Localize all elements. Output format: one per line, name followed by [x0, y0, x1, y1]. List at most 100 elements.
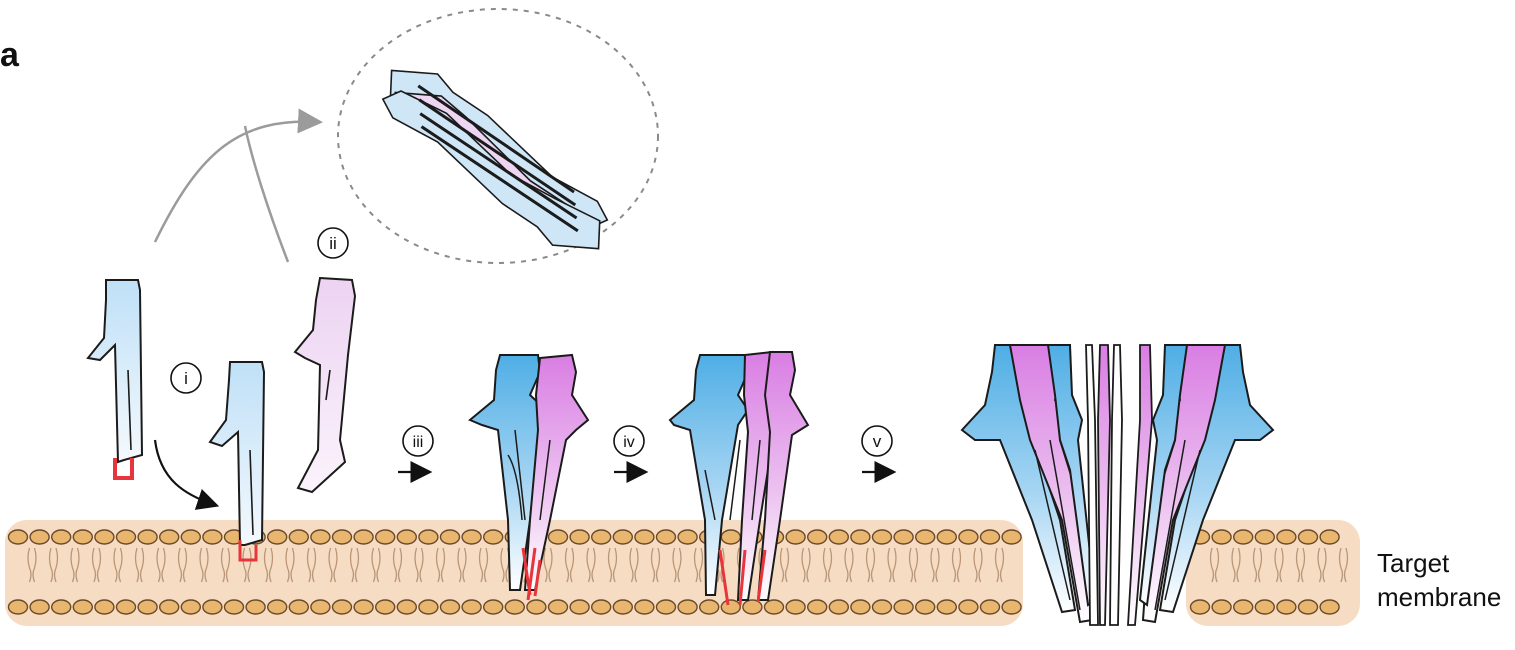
- lipid-head: [958, 529, 979, 545]
- lipid-head: [180, 529, 202, 545]
- lipid-head: [7, 529, 29, 545]
- lipid-head: [1001, 529, 1022, 545]
- lipid-head: [29, 529, 50, 545]
- monomer-membrane-bound: [208, 361, 266, 562]
- lipid-head: [979, 529, 1001, 545]
- lipid-head: [591, 529, 612, 545]
- lipid-head: [180, 599, 202, 615]
- lipid-head: [936, 529, 957, 545]
- lipid-head: [137, 599, 158, 615]
- svg-text:v: v: [873, 432, 882, 451]
- lipid-head: [526, 599, 547, 615]
- lipid-head: [785, 599, 806, 615]
- membrane-label-line1: Target: [1377, 548, 1450, 578]
- lipid-head: [29, 599, 50, 615]
- svg-text:iv: iv: [623, 434, 635, 451]
- lipid-head: [396, 599, 417, 615]
- lipid-head: [1211, 529, 1232, 545]
- lipid-head: [958, 599, 979, 615]
- step-label-i: i: [170, 362, 202, 394]
- lipid-head: [245, 599, 266, 615]
- lipid-head: [310, 529, 331, 545]
- lipid-head: [677, 529, 698, 545]
- lipid-head: [742, 599, 763, 615]
- inset-circle: [337, 8, 659, 264]
- inserted-hairpins: [718, 549, 767, 606]
- lipid-head: [461, 599, 482, 615]
- lipid-head: [655, 599, 677, 615]
- lipid-head: [612, 529, 633, 545]
- lipid-head: [591, 599, 612, 615]
- lipid-head: [267, 599, 288, 615]
- lipid-head: [439, 529, 461, 545]
- lipid-head: [871, 599, 893, 615]
- step-label-iv: iv: [613, 425, 645, 457]
- lipid-head: [504, 599, 525, 615]
- oligomerization-arrow-branch: [243, 125, 290, 263]
- lipid-head: [828, 529, 849, 545]
- lipid-head: [893, 599, 914, 615]
- lipid-head: [677, 599, 698, 615]
- panel-label: a: [0, 36, 19, 74]
- lipid-head: [353, 529, 374, 545]
- lipid-head: [375, 599, 396, 615]
- lipid-head: [137, 529, 158, 545]
- assembled-pore: [960, 344, 1275, 626]
- lipid-head: [158, 599, 180, 615]
- membrane-insertion-loop: [113, 458, 134, 480]
- lipid-head: [979, 599, 1001, 615]
- step-label-iii: iii: [402, 425, 434, 457]
- lipid-head: [202, 529, 223, 545]
- membrane-label: Target membrane: [1377, 546, 1501, 614]
- lipid-head: [51, 599, 72, 615]
- step-i-arrow: [153, 439, 220, 510]
- lipid-head: [612, 599, 633, 615]
- lipid-head: [439, 599, 461, 615]
- lipid-head: [7, 599, 29, 615]
- lipid-head: [1211, 599, 1232, 615]
- lipid-head: [331, 599, 353, 615]
- lipid-head: [763, 599, 785, 615]
- lipid-tails-right: [1200, 545, 1350, 605]
- svg-text:iii: iii: [413, 434, 424, 451]
- lipid-head: [115, 599, 137, 615]
- lipid-head: [850, 529, 871, 545]
- lipid-head: [202, 599, 223, 615]
- lipid-head: [288, 529, 309, 545]
- lipid-head: [115, 529, 137, 545]
- lipid-head: [720, 529, 741, 545]
- lipid-head: [288, 599, 309, 615]
- svg-text:i: i: [184, 369, 188, 388]
- lipid-head: [915, 529, 936, 545]
- lipid-head: [72, 599, 94, 615]
- step-label-v: v: [861, 425, 893, 457]
- lipid-head: [720, 599, 741, 615]
- lipid-head: [915, 599, 936, 615]
- lipid-head: [569, 599, 590, 615]
- step-label-ii: ii: [317, 227, 349, 259]
- lipid-head: [1232, 599, 1254, 615]
- lipid-head: [1254, 599, 1276, 615]
- lipid-head: [1276, 599, 1297, 615]
- lipid-head: [1276, 529, 1297, 545]
- oligomerization-arrow-monomer: [153, 108, 323, 243]
- lipid-heads: [7, 529, 1340, 615]
- lipid-head: [310, 599, 331, 615]
- lipid-head: [461, 529, 482, 545]
- lipid-head: [850, 599, 871, 615]
- lipid-head: [547, 599, 569, 615]
- lipid-head: [655, 529, 677, 545]
- lipid-head: [483, 599, 504, 615]
- lipid-head: [72, 529, 94, 545]
- lipid-head: [1297, 529, 1319, 545]
- lipid-head: [893, 529, 914, 545]
- svg-text:ii: ii: [329, 234, 337, 253]
- lipid-head: [1254, 529, 1276, 545]
- lipid-head: [353, 599, 374, 615]
- lipid-head: [1232, 529, 1254, 545]
- lipid-head: [418, 529, 439, 545]
- lipid-head: [158, 529, 180, 545]
- lipid-head: [785, 529, 806, 545]
- lipid-head: [483, 529, 504, 545]
